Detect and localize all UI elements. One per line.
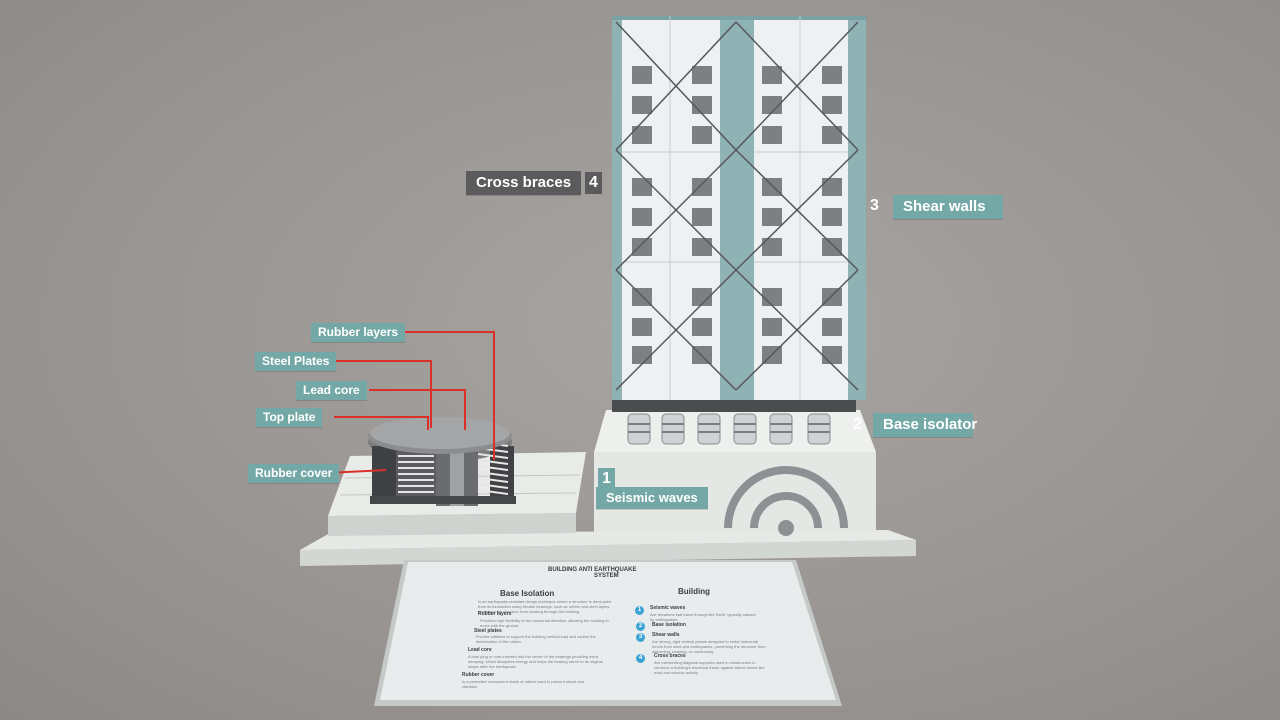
window xyxy=(822,66,842,84)
window xyxy=(632,66,652,84)
label-lead-core: Lead core xyxy=(296,381,367,400)
label-steel-plates: Steel Plates xyxy=(255,352,337,371)
window xyxy=(822,208,842,226)
number-base-isolator: 2 xyxy=(853,416,862,433)
number-seismic-waves: 1 xyxy=(598,468,615,490)
window xyxy=(692,318,712,336)
window xyxy=(632,96,652,114)
label-shear-walls: Shear walls xyxy=(893,195,1003,219)
window xyxy=(762,66,782,84)
label-top-plate: Top plate xyxy=(256,408,323,427)
label-base-isolator: Base isolator xyxy=(873,413,977,437)
window xyxy=(762,208,782,226)
window xyxy=(632,178,652,196)
label-cross-braces: Cross braces xyxy=(466,171,582,195)
number-cross-braces: 4 xyxy=(585,172,602,194)
window xyxy=(692,208,712,226)
window xyxy=(762,126,782,144)
window xyxy=(692,126,712,144)
ground-slab xyxy=(300,530,916,566)
window xyxy=(762,238,782,256)
window xyxy=(632,238,652,256)
window xyxy=(762,318,782,336)
window xyxy=(692,66,712,84)
window xyxy=(822,346,842,364)
window xyxy=(762,288,782,306)
window xyxy=(692,178,712,196)
number-shear-walls: 3 xyxy=(870,197,879,214)
window xyxy=(632,318,652,336)
window xyxy=(692,288,712,306)
leader-lines xyxy=(325,331,495,474)
window xyxy=(692,96,712,114)
window xyxy=(632,126,652,144)
label-rubber-layers: Rubber layers xyxy=(311,323,406,342)
window xyxy=(822,238,842,256)
window xyxy=(822,126,842,144)
window xyxy=(822,96,842,114)
base-isolator-row xyxy=(612,398,856,445)
info-card-sheet xyxy=(374,560,842,706)
window xyxy=(762,96,782,114)
window xyxy=(822,178,842,196)
window xyxy=(822,318,842,336)
window xyxy=(692,238,712,256)
window xyxy=(632,208,652,226)
label-seismic-waves: Seismic waves xyxy=(596,487,708,509)
label-rubber-cover: Rubber cover xyxy=(248,464,340,483)
window xyxy=(762,178,782,196)
window xyxy=(632,346,652,364)
building-tower xyxy=(612,16,866,400)
